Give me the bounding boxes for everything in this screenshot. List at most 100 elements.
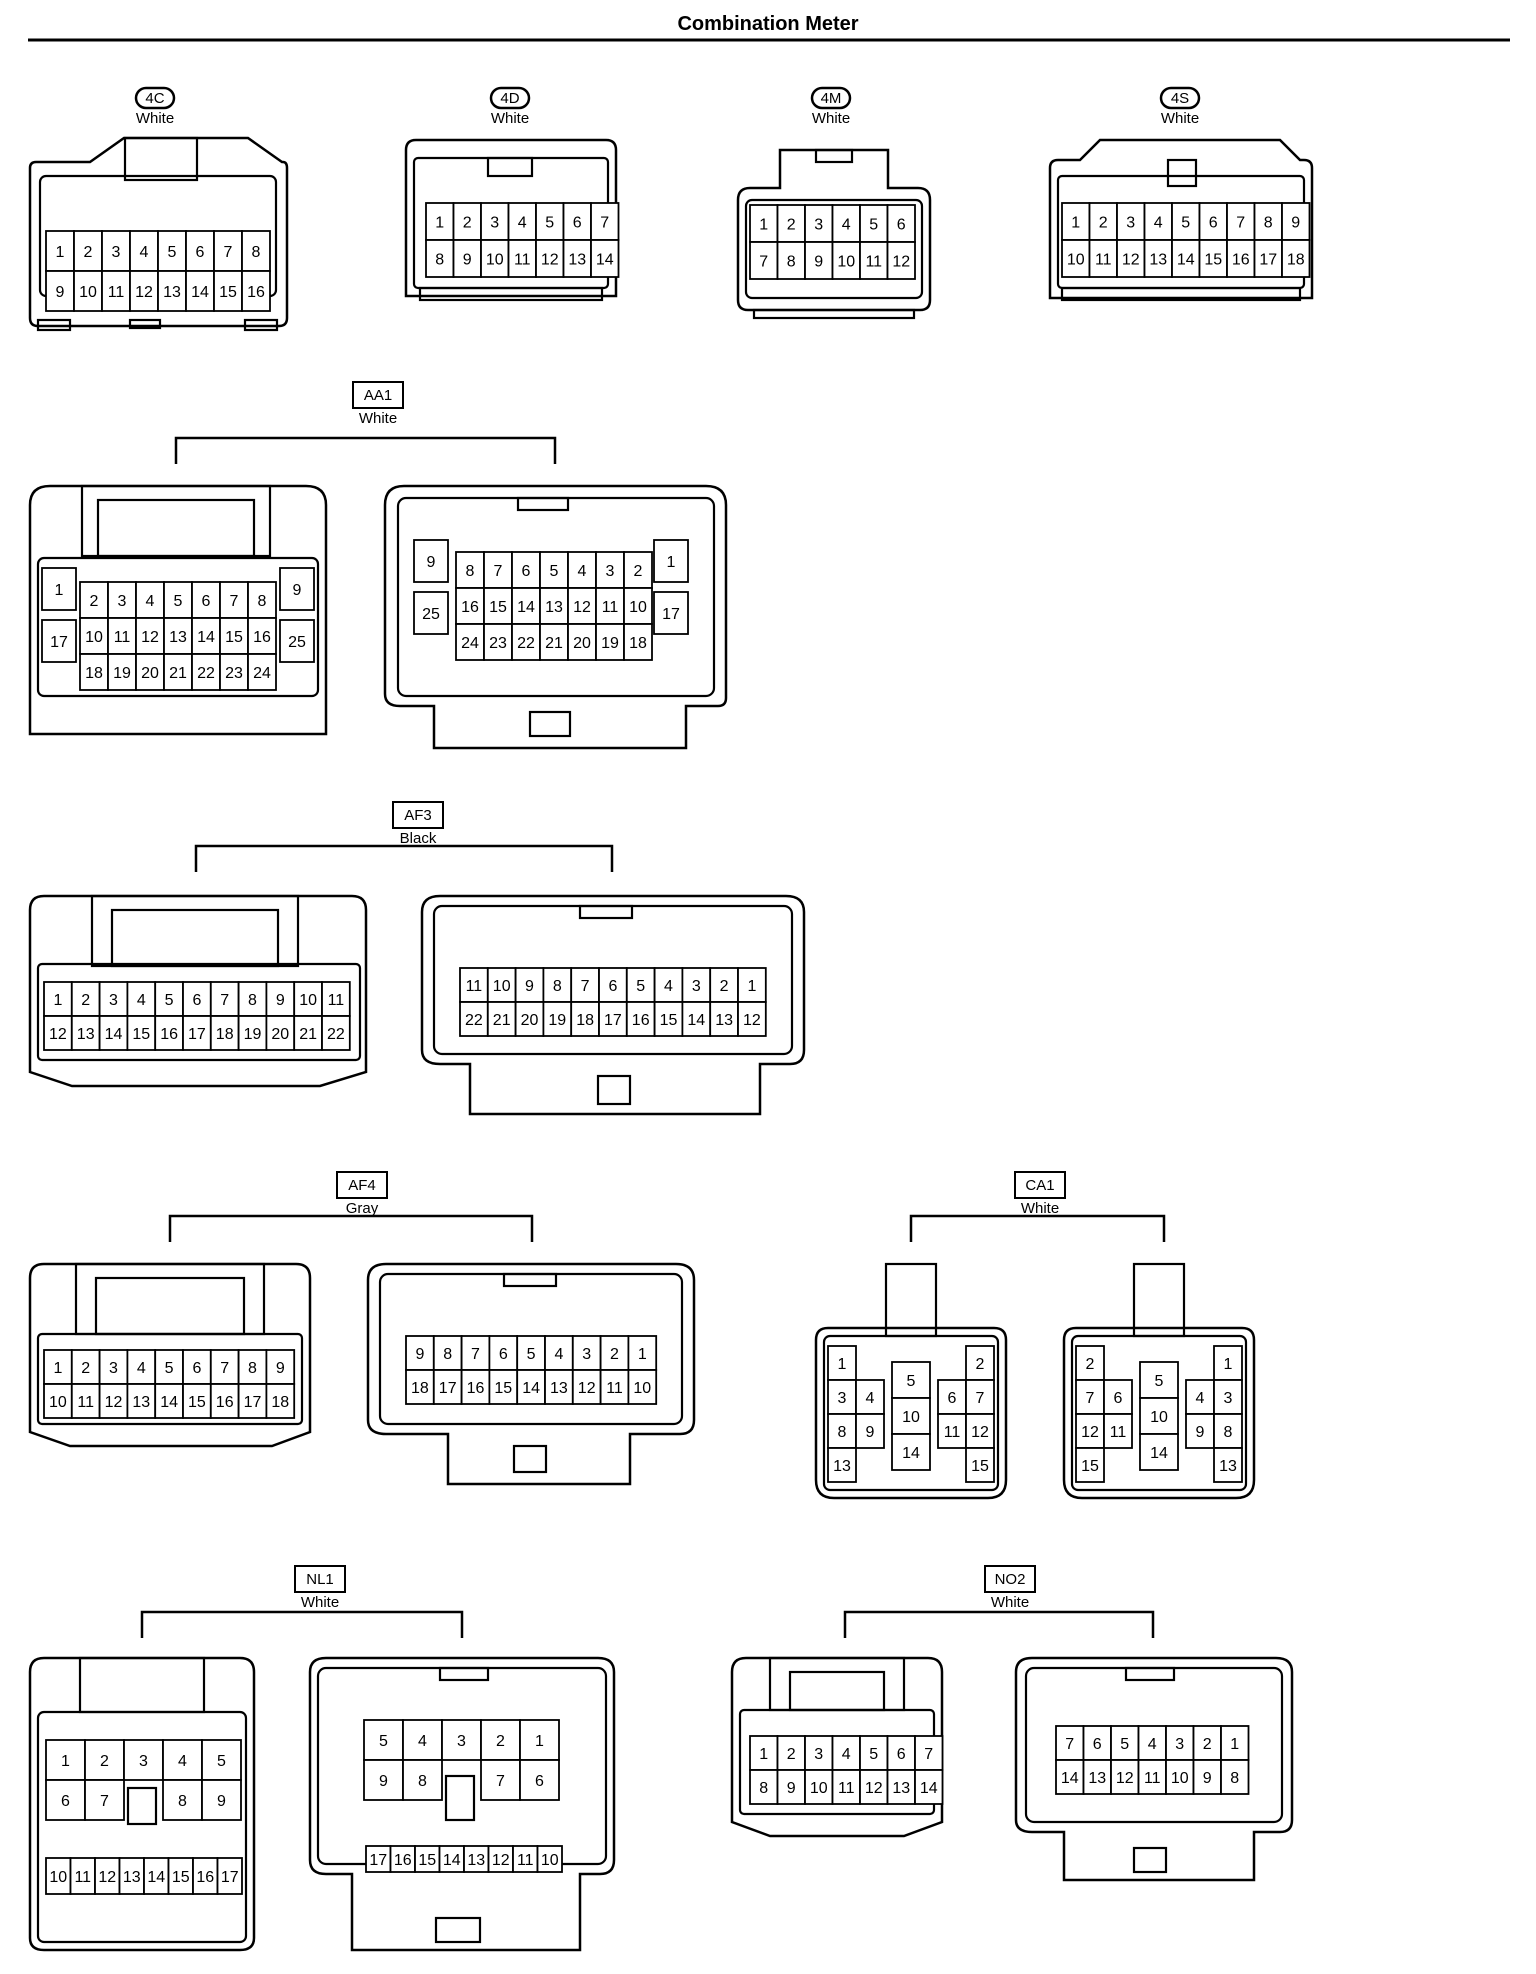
pin-number: 5 [527,1346,536,1363]
pin-number: 3 [814,1746,823,1763]
pin-number: 11 [1110,1424,1127,1441]
connector-ca1-left-latch [884,1262,938,1338]
pin-number: 14 [1177,252,1195,269]
pin-number: 1 [1071,215,1080,232]
pin-number: 4 [664,978,673,995]
connector-4m-foot [752,308,916,320]
connector-aa1-right-body [383,484,728,750]
pin-number: 13 [169,629,187,646]
connector-color: White [301,1594,339,1611]
pin-number: 9 [787,1780,796,1797]
pin-number: 4 [842,1746,851,1763]
pin-number: 13 [715,1012,733,1029]
pin-cell [247,581,277,619]
pin-number: 9 [814,254,823,271]
pin-cell [154,1383,184,1419]
pin-number: 2 [976,1356,985,1373]
pin-cell [709,1001,739,1037]
pin-number: 6 [522,563,531,580]
pin-cell [891,1397,931,1435]
pin-number: 1 [667,554,676,571]
pin-number: 6 [948,1390,957,1407]
pin-cell [891,1361,931,1399]
pin-number: 11 [108,284,125,301]
pin-cell [480,1719,521,1761]
pairing-bracket [909,1214,1166,1242]
pin-number: 17 [1259,252,1277,269]
pin-cell [827,1379,857,1415]
pin-cell [321,1015,351,1051]
pin-cell [118,1857,145,1895]
connector-aa1-right-lock [528,710,572,738]
pin-number: 11 [114,629,131,646]
pin-number: 10 [541,1852,559,1869]
pin-number: 17 [662,606,680,623]
pin-number: 16 [461,599,479,616]
pin-cell [542,1001,573,1037]
pin-cell [965,1413,995,1449]
pin-cell [1220,1725,1250,1761]
connector-color: White [991,1594,1029,1611]
connector-nl1-left-key [126,1786,158,1826]
pin-number: 5 [545,215,554,232]
pin-cell [855,1413,885,1449]
pin-number: 7 [976,1390,985,1407]
pin-number: 13 [568,252,586,269]
pin-number: 4 [1154,215,1163,232]
pin-cell [79,617,109,655]
pin-cell [776,1769,806,1805]
pin-number: 11 [466,978,483,995]
pin-number: 7 [1236,215,1245,232]
connector-code-box [352,381,404,409]
connector-aa1-left-body [28,484,328,736]
pin-number: 20 [271,1026,289,1043]
pin-number: 10 [810,1780,828,1797]
pin-cell [84,1779,125,1821]
pin-number: 5 [165,1360,174,1377]
pin-cell [544,1335,574,1371]
pin-number: 14 [191,284,209,301]
connector-color: White [136,110,174,127]
pin-number: 10 [299,992,317,1009]
pin-number: 15 [418,1852,436,1869]
pin-cell [365,1845,392,1873]
pin-number: 25 [422,606,440,623]
pin-number: 1 [759,217,768,234]
pin-cell [279,619,315,663]
pin-cell [425,202,455,241]
pairing-bracket [140,1610,464,1638]
pin-number: 2 [1099,215,1108,232]
pin-number: 12 [1116,1770,1134,1787]
pin-number: 11 [1095,252,1112,269]
pin-number: 9 [293,582,302,599]
pin-number: 12 [892,254,910,271]
connector-4c-latch [123,136,199,182]
pin-number: 8 [418,1773,427,1790]
pin-number: 7 [220,992,229,1009]
pin-number: 7 [224,244,233,261]
pin-number: 16 [160,1026,178,1043]
pin-number: 11 [1144,1770,1161,1787]
pin-cell [162,1779,203,1821]
pin-number: 19 [244,1026,262,1043]
pin-cell [98,981,129,1017]
pin-number: 18 [576,1012,594,1029]
pin-number: 6 [196,244,205,261]
connector-code: 4S [1171,90,1189,107]
pin-number: 17 [369,1852,387,1869]
pin-number: 21 [299,1026,317,1043]
connector-aa1-left-latch-inner [96,498,256,558]
pin-cell [486,1001,517,1037]
pin-cell [247,653,277,691]
pin-number: 17 [50,634,68,651]
pin-number: 13 [132,1394,150,1411]
pin-cell [1192,1759,1222,1795]
pin-number: 3 [1126,215,1135,232]
pin-number: 14 [197,629,215,646]
pin-number: 14 [517,599,535,616]
pin-number: 9 [217,1793,226,1810]
pin-cell [965,1447,995,1483]
pin-number: 8 [252,244,261,261]
pin-cell [98,1015,129,1051]
